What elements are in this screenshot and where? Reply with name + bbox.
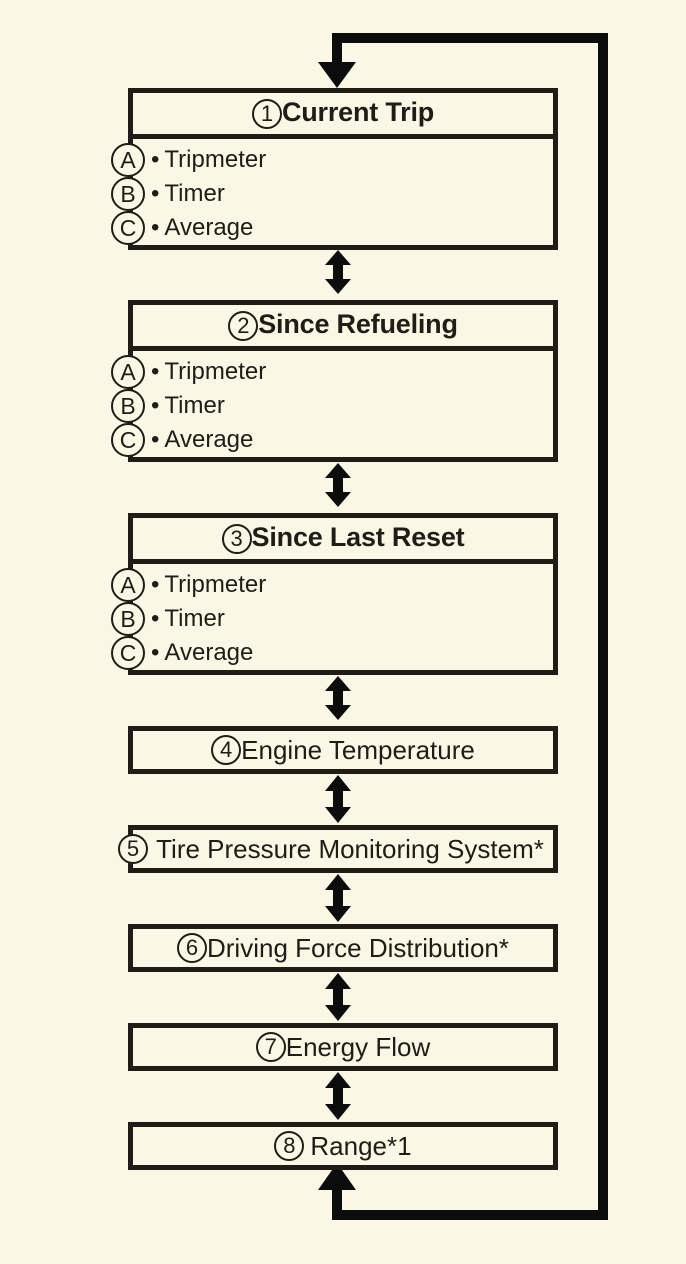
bullet-icon: • [151,180,160,207]
node-3-title: Since Last Reset [251,521,465,552]
bullet-icon: • [151,146,160,173]
list-item-label: Tripmeter [164,146,267,173]
number-badge-5: 5 [118,834,148,864]
node-3-items: A • Tripmeter B • Timer C • Average [111,564,553,676]
list-item[interactable]: A • Tripmeter [111,143,553,177]
list-item[interactable]: A • Tripmeter [111,355,553,389]
letter-badge-a: A [111,355,145,389]
node-2-title: Since Refueling [258,308,458,339]
bullet-icon: • [151,358,160,385]
bullet-icon: • [151,392,160,419]
connector-arrow-4-5 [325,775,351,823]
list-item-label: Timer [164,392,225,419]
number-badge-2: 2 [228,310,259,341]
node-6-title: Driving Force Distribution* [207,933,509,963]
connector-arrow-5-6 [325,874,351,922]
node-1-items: A • Tripmeter B • Timer C • Average [111,139,553,251]
bullet-icon: • [151,214,160,241]
number-badge-1: 1 [251,98,282,129]
list-item[interactable]: B • Timer [111,177,553,211]
list-item-label: Timer [164,180,225,207]
bullet-icon: • [151,426,160,453]
connector-arrow-3-4 [325,676,351,720]
list-item[interactable]: B • Timer [111,602,553,636]
loop-right-segment [598,33,608,1220]
node-8-title: Range*1 [310,1131,412,1161]
bullet-icon: • [151,605,160,632]
list-item[interactable]: C • Average [111,211,553,245]
list-item-label: Average [164,214,254,241]
list-item-label: Average [164,639,254,666]
loop-top-stem [332,33,342,66]
number-badge-4: 4 [211,735,242,765]
list-item-label: Timer [164,605,225,632]
number-badge-7: 7 [255,1032,286,1062]
node-5-title: Tire Pressure Monitoring System* [156,834,544,864]
letter-badge-a: A [111,143,145,177]
letter-badge-b: B [111,177,145,211]
list-item-label: Tripmeter [164,358,267,385]
letter-badge-b: B [111,602,145,636]
number-badge-6: 6 [177,933,207,963]
letter-badge-a: A [111,568,145,602]
list-item[interactable]: C • Average [111,423,553,457]
node-7-title: Energy Flow [285,1032,431,1062]
list-item[interactable]: B • Timer [111,389,553,423]
letter-badge-c: C [111,211,145,245]
bullet-icon: • [151,639,160,666]
list-item-label: Average [164,426,254,453]
node-tire-pressure-monitoring-system[interactable]: 5 Tire Pressure Monitoring System* [118,825,558,873]
connector-arrow-6-7 [325,973,351,1021]
connector-arrow-2-3 [325,463,351,507]
bullet-icon: • [151,571,160,598]
letter-badge-c: C [111,423,145,457]
node-5-title-wrap: Tire Pressure Monitoring System* [142,836,544,862]
list-item[interactable]: C • Average [111,636,553,670]
letter-badge-c: C [111,636,145,670]
list-item-label: Tripmeter [164,571,267,598]
connector-arrow-1-2 [325,250,351,294]
number-badge-3: 3 [221,523,252,554]
node-4-title: Engine Temperature [241,735,475,765]
node-2-items: A • Tripmeter B • Timer C • Average [111,351,553,463]
node-1-title: Current Trip [281,96,435,127]
letter-badge-b: B [111,389,145,423]
loop-top-segment [332,33,608,43]
loop-bottom-stem [332,1186,342,1220]
connector-arrow-7-8 [325,1072,351,1120]
list-item[interactable]: A • Tripmeter [111,568,553,602]
number-badge-8: 8 [274,1131,305,1161]
loop-bottom-segment [332,1210,608,1220]
arrow-down-icon [318,62,356,88]
